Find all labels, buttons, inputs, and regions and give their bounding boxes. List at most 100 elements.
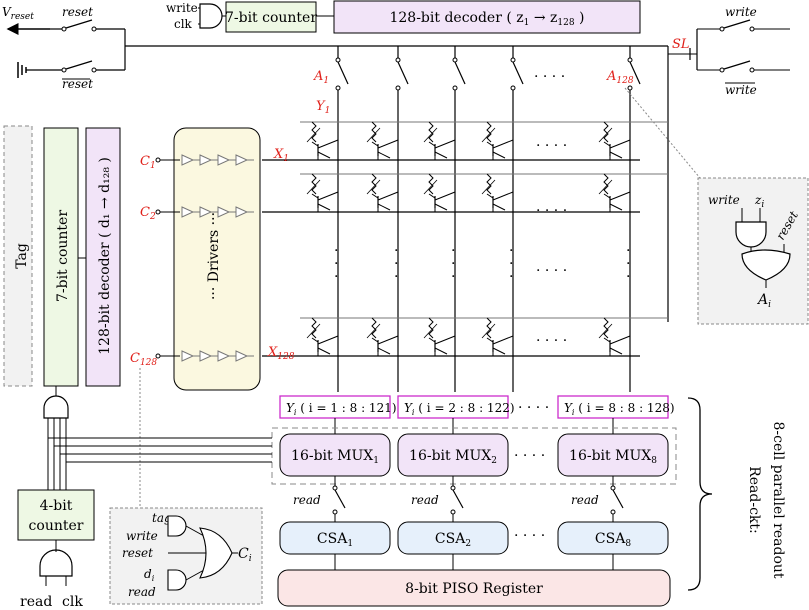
column-dots: · — [509, 269, 513, 285]
top-7bit-counter — [225, 1, 317, 33]
gate-a-write: write — [708, 193, 740, 207]
mux-label: 16-bit MUX2 — [409, 448, 497, 466]
side-label-2: 8-cell parallel readout — [770, 421, 786, 578]
read-label: read — [571, 493, 599, 507]
y-group-label: Yi ( i = 1 : 8 : 121) — [286, 401, 397, 417]
read-label: read — [293, 493, 321, 507]
read-label: read — [411, 493, 439, 507]
gate-c-out: Ci — [238, 546, 252, 564]
read-switch — [612, 489, 624, 509]
column-dots: · — [451, 243, 455, 259]
column-switch — [337, 61, 349, 85]
top-clk-label: clk — [174, 17, 193, 31]
memory-cell — [306, 121, 339, 160]
bottom-read-label: read — [20, 594, 52, 610]
c2-label: C2 — [140, 205, 156, 222]
memory-cell — [481, 121, 514, 160]
sl-write-label: write — [725, 5, 757, 19]
gate-c-write: write — [126, 529, 158, 543]
csa-label: CSA1 — [317, 531, 353, 549]
column-switch — [454, 61, 466, 85]
column-dots: · — [626, 243, 630, 259]
side-label-1: Read-ckt: — [746, 466, 762, 534]
reset-switch — [65, 19, 93, 29]
gate-a-zi: zi — [754, 193, 764, 210]
c128-label: C128 — [130, 351, 157, 368]
left-128bit-decoder — [85, 127, 121, 387]
buffer-icon — [181, 206, 195, 218]
column-dots: · — [509, 256, 513, 272]
c1-label: C1 — [140, 154, 156, 171]
left-decoder-label: 128-bit decoder ( d₁ → d₁₂₈ ) — [97, 157, 113, 355]
csa-label: CSA8 — [595, 531, 631, 549]
column-dots: · — [394, 256, 398, 272]
x1-label: X1 — [273, 147, 289, 164]
piso-label: 8-bit PISO Register — [405, 581, 543, 597]
sl-label: SL — [672, 37, 690, 52]
memory-cell — [366, 121, 399, 160]
memory-cell — [306, 173, 339, 212]
mux-group-box — [271, 427, 677, 485]
piso-register — [277, 569, 671, 607]
memory-cell — [481, 317, 514, 356]
gate-a-or — [741, 249, 791, 281]
counter-line1: 4-bit — [40, 498, 73, 514]
buffer-icon — [235, 350, 249, 362]
memory-cell — [598, 121, 631, 160]
buffer-icon — [217, 154, 231, 166]
buffer-icon — [235, 154, 249, 166]
csa-dots: · · · · — [514, 528, 545, 544]
row1-dots: · · · · — [536, 138, 567, 154]
gate-c-or — [199, 527, 233, 579]
column-dots: · — [509, 243, 513, 259]
drivers-box — [173, 127, 261, 391]
column-dots: · — [451, 269, 455, 285]
top-decoder-label: 128-bit decoder ( z1 → z128 ) — [389, 10, 584, 28]
top-128bit-decoder — [333, 0, 641, 34]
bottom-clk-label: clk — [62, 594, 83, 610]
tag-label: Tag — [14, 243, 30, 269]
buffer-icon — [217, 206, 231, 218]
read-switches: read read read — [293, 476, 624, 522]
column-switch — [397, 61, 409, 85]
memory-cell — [423, 121, 456, 160]
buffer-icon — [235, 206, 249, 218]
tag-box — [3, 125, 33, 387]
buffer-icon — [181, 154, 195, 166]
mux-label: 16-bit MUX8 — [569, 448, 657, 466]
read-switch — [334, 489, 346, 509]
memory-array: ··············· — [262, 46, 668, 392]
top-dots: · · · · — [534, 69, 565, 85]
bottom-read-clk-gate — [39, 549, 73, 577]
gate-c-reset: reset — [122, 546, 153, 560]
top-counter-label: 7-bit counter — [225, 10, 317, 26]
left-7bit-counter — [43, 127, 79, 387]
a128-label: A128 — [606, 69, 634, 86]
reset-label: reset — [62, 5, 93, 19]
mid-dots: · · · · — [536, 263, 567, 279]
y1-label: Y1 — [316, 99, 330, 116]
gate-a-and — [735, 221, 767, 248]
column-switch — [512, 61, 524, 85]
y-dots: · · · · — [518, 400, 549, 416]
y-group-label: Yi ( i = 8 : 8 : 128) — [564, 401, 675, 417]
y-group-label: Yi ( i = 2 : 8 : 122) — [404, 401, 515, 417]
driver-buffers — [155, 154, 254, 362]
column-dots: · — [334, 269, 338, 285]
gate-c-and-top — [167, 515, 187, 537]
row128-dots: · · · · — [536, 333, 567, 349]
column-dots: · — [334, 256, 338, 272]
memory-cell — [423, 173, 456, 212]
column-dots: · — [451, 256, 455, 272]
gate-c-read: read — [128, 585, 156, 599]
buffer-icon — [181, 350, 195, 362]
gate-c-and-bottom — [167, 569, 187, 591]
read-switch — [452, 489, 464, 509]
bottom-4bit-counter — [17, 489, 95, 541]
top-and-gate — [199, 3, 223, 29]
gate-c-di: di — [144, 567, 155, 583]
